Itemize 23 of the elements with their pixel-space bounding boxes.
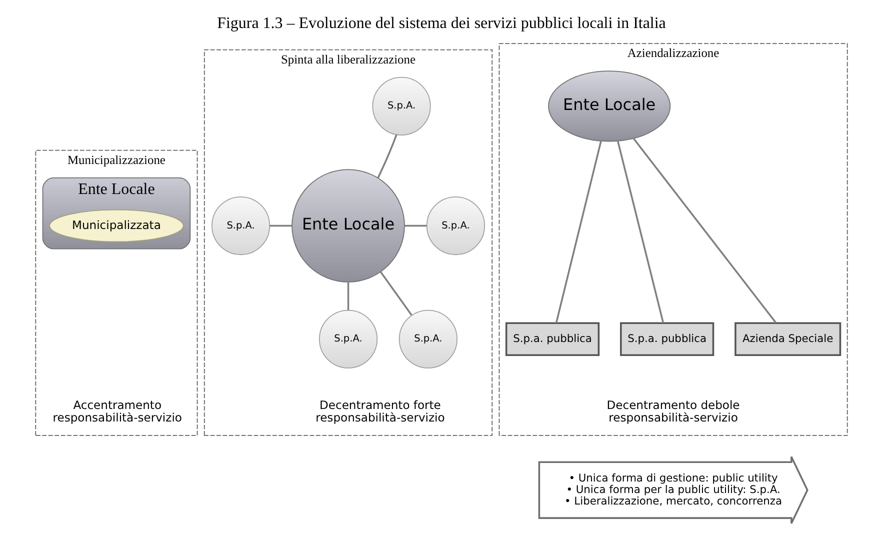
label: Accentramento responsabilità-servizio [52,398,182,425]
node-box: Azienda Speciale [734,322,841,356]
connector [376,134,397,178]
connector [379,271,412,316]
node-circle: S.p.A. [211,196,270,256]
connector [269,224,292,227]
label: Decentramento forte responsabilità-servizio [315,398,444,425]
node-circle: S.p.A. [426,196,485,256]
node-ellipse: Ente Locale [548,70,670,142]
node-circle: Ente Locale [291,169,404,282]
label: Decentramento debole responsabilità-servizio [606,398,740,425]
node-box: S.p.a. pubblica [504,322,600,356]
node-ellipse: Municipalizzata [48,209,184,242]
connector [554,140,602,324]
connector [632,138,776,324]
node-circle: S.p.A. [318,310,378,368]
node-box: S.p.a. pubblica [620,322,714,356]
diagram-title: Figura 1.3 – Evoluzione del sistema dei servizi pubblici locali in Italia [216,14,666,32]
connector [346,282,349,310]
connector [404,224,426,227]
connector [616,140,664,324]
node-circle: S.p.A. [398,310,457,368]
node-circle: S.p.A. [372,76,430,136]
